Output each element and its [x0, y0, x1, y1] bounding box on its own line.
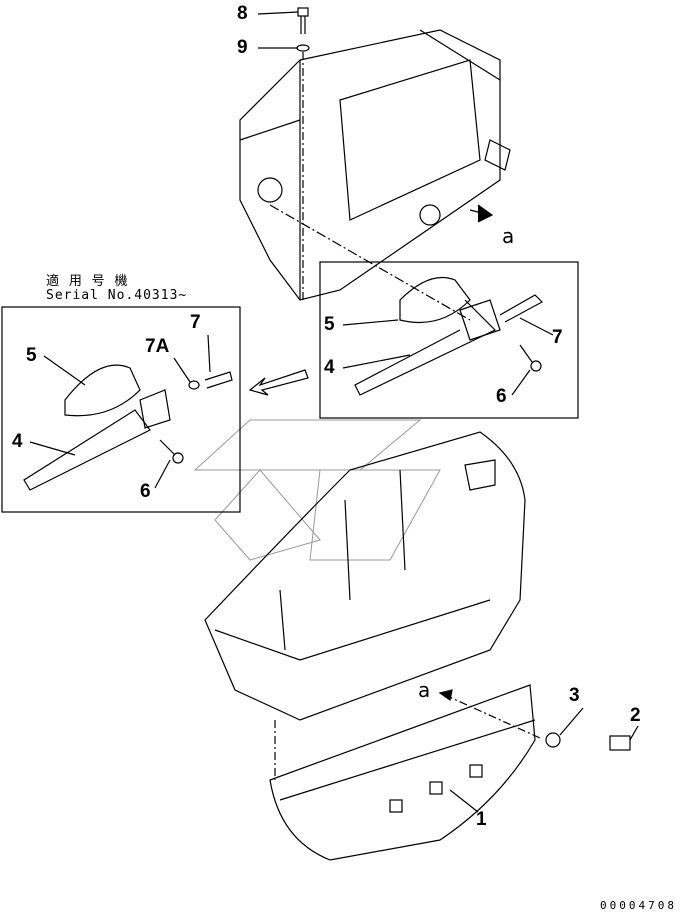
drawing-code: 00004708	[600, 899, 677, 912]
bolt-3-axis-line	[444, 694, 541, 739]
callout-7A: 7A	[145, 336, 170, 357]
callout-8: 8	[237, 3, 248, 24]
bolt-8-shank	[300, 16, 306, 34]
callout-7-left: 7	[190, 312, 201, 333]
washer-9	[296, 44, 310, 52]
callout-1: 1	[476, 809, 487, 830]
callout-9: 9	[237, 37, 248, 58]
callout-a-top: a	[502, 224, 515, 248]
bolt-3	[545, 732, 561, 748]
callout-2: 2	[630, 705, 641, 726]
detail-box-left	[1, 306, 241, 513]
callout-6-right: 6	[496, 386, 507, 407]
control-frame	[239, 29, 511, 301]
direction-arrow	[248, 369, 309, 396]
bolt-6-left-shank	[159, 439, 176, 456]
callout-3: 3	[569, 685, 580, 706]
ref-a-top-arrowhead	[477, 204, 494, 223]
detail-box-right	[319, 261, 579, 419]
bolt-6-right-head	[530, 360, 542, 372]
serial-note-heading: 適 用 号 機	[46, 274, 129, 289]
bolt-6-left-head	[172, 452, 184, 464]
bracket-left	[139, 389, 171, 429]
ref-a-bottom-arrowhead	[438, 689, 453, 702]
leader-lines	[29, 11, 639, 813]
serial-note-number: Serial No.40313~	[46, 288, 188, 303]
callout-6-left: 6	[140, 481, 151, 502]
lever-5-left	[64, 364, 141, 417]
rod-4-right	[354, 299, 497, 396]
lever-5-right	[399, 276, 471, 324]
bolt-7-right	[499, 294, 543, 323]
callout-5-right: 5	[324, 314, 335, 335]
callout-a-bottom: a	[418, 678, 431, 702]
bolt-8-head	[297, 7, 309, 17]
bolt-6-right-shank	[519, 344, 533, 363]
callout-7-right: 7	[552, 327, 563, 348]
bolt-7-left	[204, 371, 233, 389]
cap-2	[609, 735, 631, 751]
callout-5-left: 5	[26, 345, 37, 366]
tray-housing	[204, 431, 526, 721]
callout-4-right: 4	[324, 357, 335, 378]
bracket-right	[459, 299, 501, 341]
washer-7A	[188, 380, 200, 390]
cover-1	[269, 684, 536, 861]
callout-4-left: 4	[12, 431, 23, 452]
rod-4-left	[23, 409, 151, 491]
